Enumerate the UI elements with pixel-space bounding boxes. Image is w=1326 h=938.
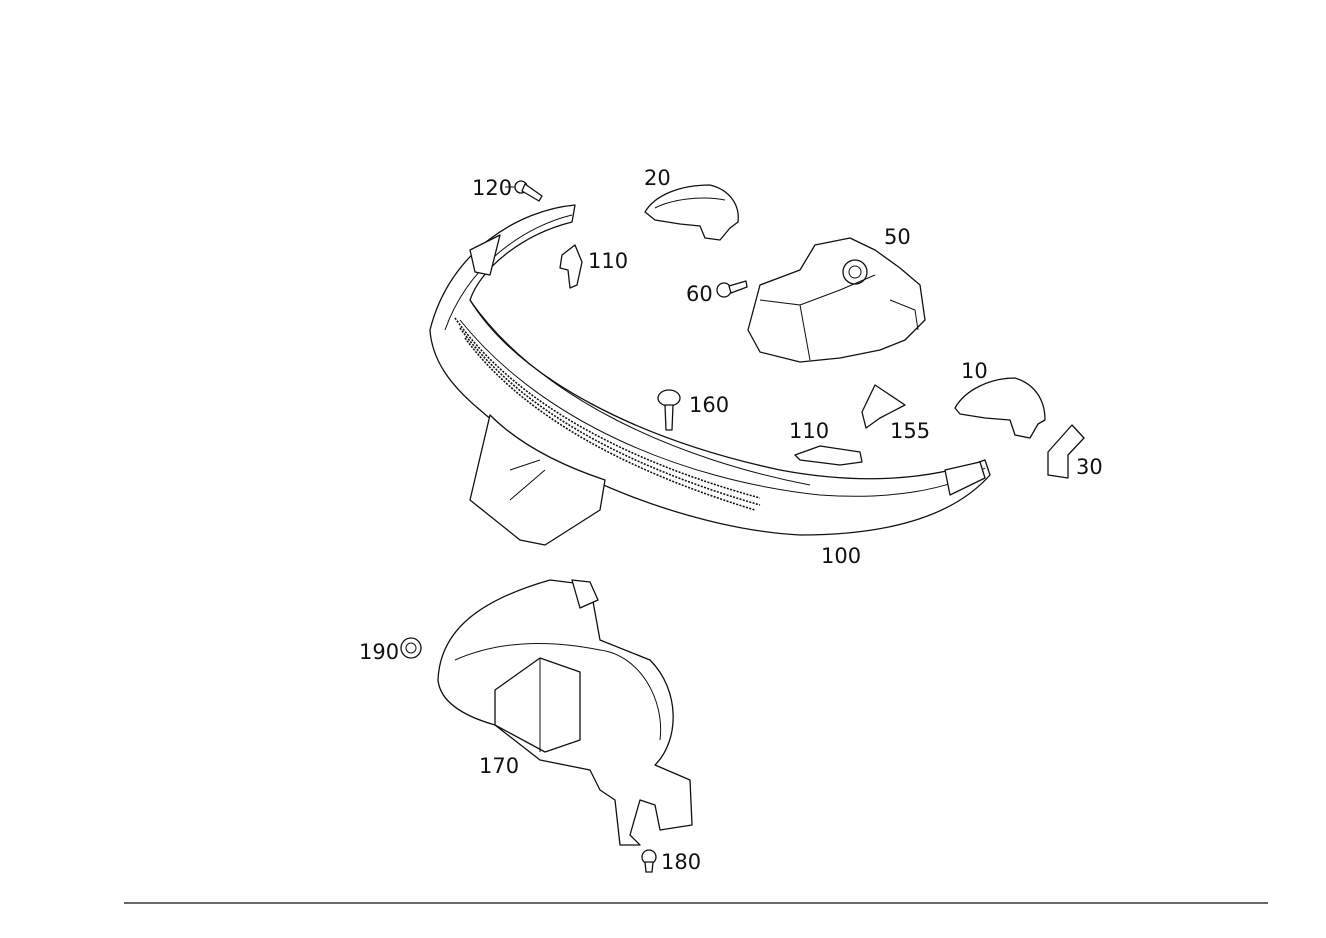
nut-part-190: [400, 637, 422, 659]
callout-155: 155: [890, 419, 930, 443]
callout-50: 50: [884, 225, 911, 249]
callout-160: 160: [689, 393, 729, 417]
callout-30: 30: [1076, 455, 1103, 479]
screw-part-160: [657, 389, 681, 431]
callout-20: 20: [644, 166, 671, 190]
cowl-panel-part-100: [429, 204, 991, 546]
callout-110-lower: 110: [789, 419, 829, 443]
clip-part-180: [641, 849, 657, 873]
callout-110-upper: 110: [588, 249, 628, 273]
blower-housing-part-50: [747, 237, 926, 363]
callout-60: 60: [686, 282, 713, 306]
clip-lower-part-110: [794, 445, 863, 466]
callout-120: 120: [472, 176, 512, 200]
callout-170: 170: [479, 754, 519, 778]
callout-180: 180: [661, 850, 701, 874]
callout-190: 190: [359, 640, 399, 664]
clip-upper-part-110: [559, 244, 583, 289]
bolt-part-120: [505, 180, 543, 202]
bracket-part-30: [1047, 424, 1085, 479]
callout-10: 10: [961, 359, 988, 383]
cover-left-part-20: [644, 184, 739, 241]
callout-100: 100: [821, 544, 861, 568]
bracket-part-155: [861, 384, 906, 429]
air-duct-housing-part-170: [437, 579, 693, 846]
screw-part-60: [716, 280, 748, 298]
cover-right-part-10: [954, 377, 1046, 439]
